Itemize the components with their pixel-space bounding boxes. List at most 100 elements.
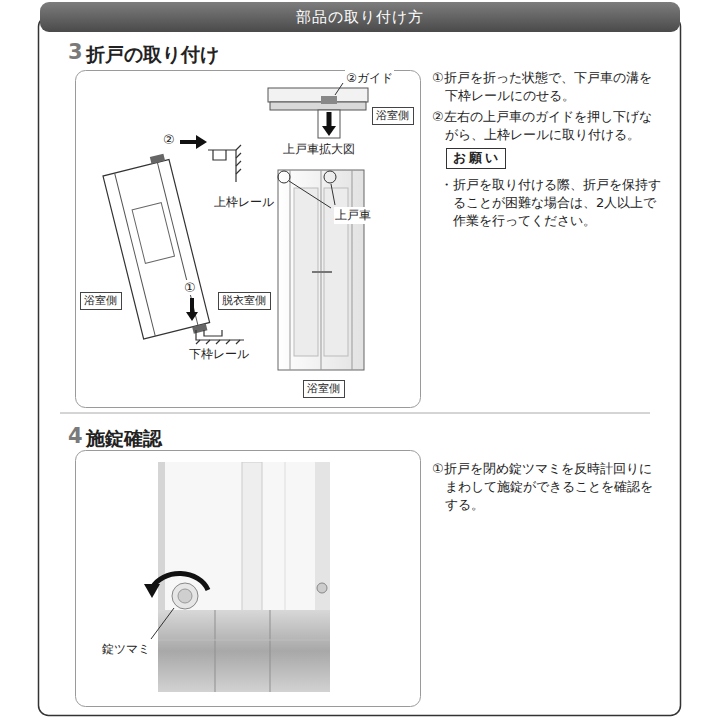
part-label: 上戸車	[334, 207, 372, 224]
lock-photo	[315, 462, 330, 612]
down-arrow	[190, 298, 194, 313]
folded-door	[157, 162, 198, 325]
enlarged-view	[318, 110, 340, 138]
instruction-text: ②左右の上戸車のガイドを押し下げながら、上枠レールに取り付ける。	[432, 108, 664, 144]
part-label: 下枠レール	[188, 346, 250, 363]
upper-rail	[208, 150, 236, 182]
part-label: 上戸車	[334, 207, 372, 224]
step-heading: 折戸の取り付け	[86, 42, 219, 68]
folded-door-photo	[278, 171, 290, 183]
push-arrow	[180, 135, 207, 149]
folded-door	[150, 154, 165, 164]
rotate-arrow	[144, 584, 160, 598]
box-text: 脱衣室側	[222, 294, 267, 308]
step-number: 4	[68, 424, 83, 448]
header-band: 部品の取り付け方	[40, 2, 680, 32]
upper-rail	[208, 145, 241, 182]
lock-photo	[158, 462, 330, 692]
lower-rail	[196, 330, 244, 344]
folded-door	[132, 203, 174, 264]
box-text: 浴室側	[307, 382, 341, 396]
part-label: 錠ツマミ	[101, 641, 151, 658]
enlarged-view	[268, 88, 368, 138]
instruction-text: ①折戸を折った状態で、下戸車の溝を下枠レールにのせる。	[432, 69, 664, 105]
step-number: 3	[68, 40, 83, 64]
lower-rail	[196, 330, 244, 340]
caution-text: ・折戸を取り付ける際、折戸を保持することが困難な場合は、2人以上で作業を行ってく…	[440, 176, 668, 231]
push-arrow	[180, 140, 197, 144]
lock-photo	[172, 583, 198, 609]
lock-photo	[242, 462, 262, 612]
lower-rail	[196, 340, 240, 344]
part-label: 上枠レール	[213, 194, 275, 211]
leader-line	[331, 184, 335, 205]
part-label: 下枠レール	[188, 346, 250, 363]
lower-rail	[204, 330, 222, 336]
step-number: 4	[68, 424, 83, 448]
callout-number: ①	[183, 280, 197, 295]
folded-door-photo	[278, 170, 364, 370]
figure-caption: 上戸車拡大図	[282, 141, 356, 158]
push-arrow	[196, 135, 207, 149]
enlarged-view	[327, 112, 332, 127]
callout-number: ①	[183, 280, 197, 295]
part-label: 錠ツマミ	[101, 641, 151, 658]
lock-photo	[158, 640, 330, 641]
instruction-text: ①折戸を折った状態で、下戸車の溝を下枠レールにのせる。	[432, 69, 664, 105]
folded-door	[192, 324, 207, 334]
folded-door-photo	[278, 170, 364, 370]
box-text: 浴室側	[84, 294, 118, 308]
side-tag: 浴室側	[80, 292, 122, 310]
leader-line	[335, 83, 343, 95]
enlarged-view	[321, 96, 337, 104]
upper-rail	[213, 150, 226, 160]
part-label: ②ガイド	[345, 70, 394, 87]
upper-rail	[236, 145, 241, 174]
instruction-text: ①折戸を閉め錠ツマミを反時計回りにまわして施錠ができることを確認をする。	[432, 460, 664, 515]
down-arrow	[186, 298, 198, 321]
folded-door-photo	[312, 271, 332, 273]
outer-frame	[39, 17, 681, 716]
folded-door-photo	[290, 170, 291, 370]
side-tag: 脱衣室側	[218, 292, 271, 310]
lock-photo	[165, 462, 315, 612]
lock-photo	[215, 610, 216, 692]
enlarged-view	[322, 126, 336, 136]
instruction-text: ②左右の上戸車のガイドを押し下げながら、上枠レールに取り付ける。	[432, 108, 664, 144]
step-heading: 施錠確認	[86, 426, 162, 452]
side-tag: 浴室側	[372, 107, 414, 125]
down-arrow	[186, 312, 198, 321]
part-label: 上枠レール	[213, 194, 275, 211]
side-tag: 浴室側	[303, 380, 345, 398]
box-text: お願い	[453, 150, 502, 167]
box-text: 浴室側	[376, 109, 410, 123]
lock-photo	[158, 610, 330, 692]
folded-door	[115, 173, 156, 336]
folded-door-photo	[352, 170, 353, 370]
enlarged-view	[268, 88, 368, 102]
callout-number: ②	[162, 132, 176, 147]
photo-panel	[76, 451, 421, 707]
note-badge: お願い	[446, 148, 506, 169]
lock-photo	[285, 462, 286, 612]
instruction-text: ①折戸を閉め錠ツマミを反時計回りにまわして施錠ができることを確認をする。	[432, 460, 664, 515]
caution-text: ・折戸を取り付ける際、折戸を保持することが困難な場合は、2人以上で作業を行ってく…	[440, 176, 668, 231]
lock-photo	[178, 589, 192, 603]
leader-line	[289, 181, 331, 208]
step-number: 3	[68, 40, 83, 64]
section-divider	[60, 413, 650, 414]
leader-line	[151, 608, 174, 639]
folded-door	[101, 153, 211, 346]
rotate-arrow	[152, 574, 208, 590]
figure-panel	[76, 71, 421, 408]
lock-photo	[158, 462, 330, 692]
figure-caption: 上戸車拡大図	[282, 141, 356, 158]
step-heading: 施錠確認	[86, 426, 162, 452]
folded-door	[103, 160, 210, 339]
part-label: ②ガイド	[345, 70, 394, 87]
enlarged-view	[270, 102, 366, 110]
callout-number: ②	[162, 132, 176, 147]
step-heading: 折戸の取り付け	[86, 42, 219, 68]
